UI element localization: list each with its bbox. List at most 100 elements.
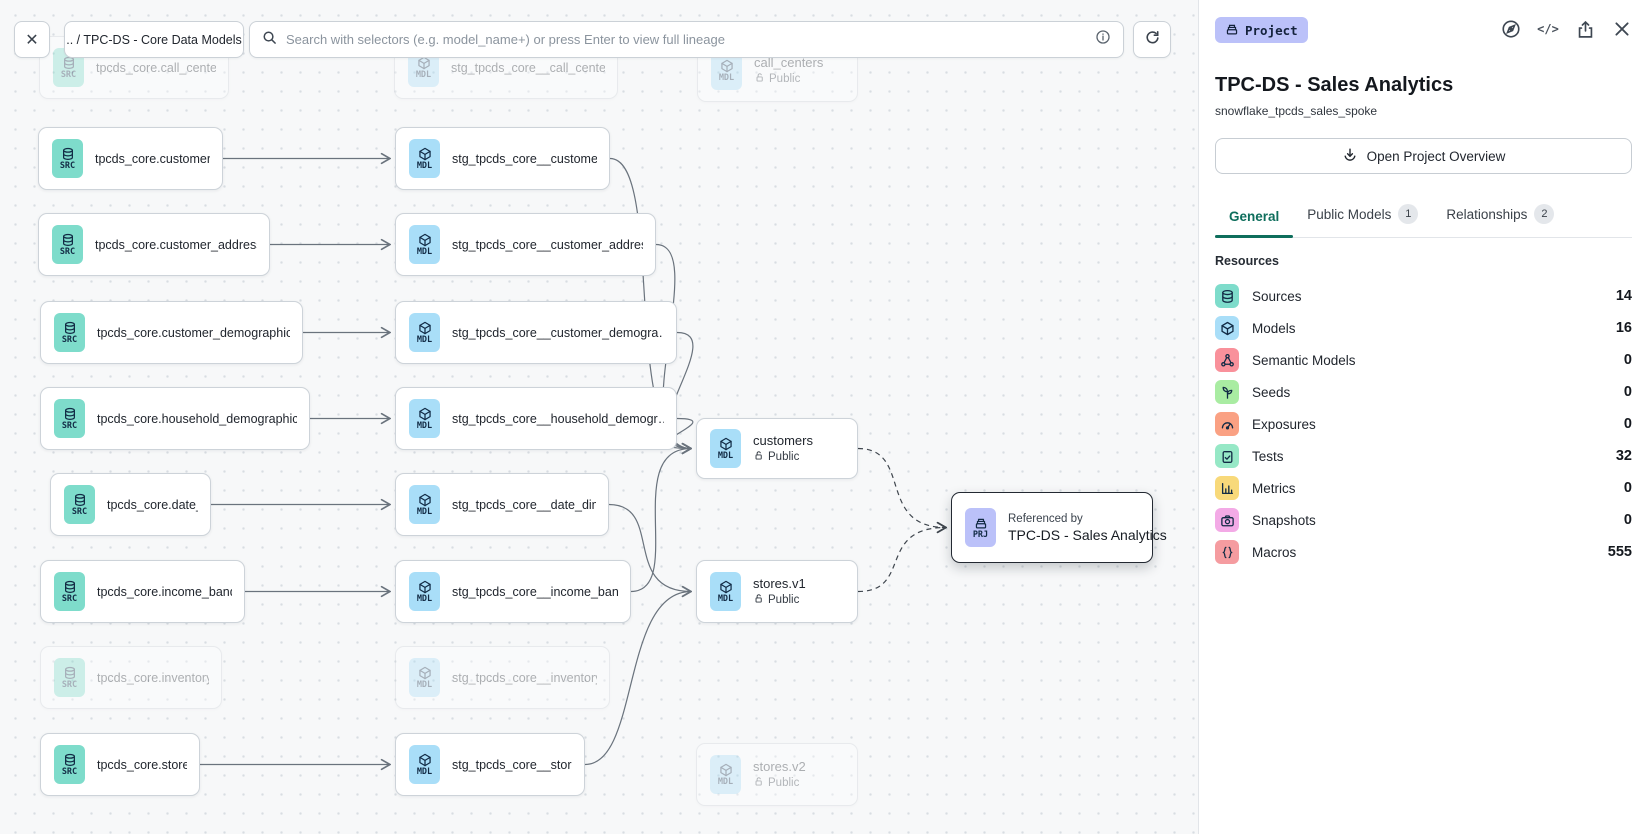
node-label: stg_tpcds_core__customer_demogra… xyxy=(452,325,664,340)
seed-icon xyxy=(1215,380,1239,404)
resource-label: Tests xyxy=(1252,448,1284,464)
node-label: stores.v1 xyxy=(753,576,806,591)
node-label: call_centers xyxy=(754,55,824,70)
close-lineage-button[interactable]: ✕ xyxy=(14,21,50,58)
resources-heading: Resources xyxy=(1215,254,1279,268)
public-access-label: Public xyxy=(754,72,823,86)
resource-count: 0 xyxy=(1623,384,1632,400)
camera-icon xyxy=(1215,508,1239,532)
node-label: stg_tpcds_core__date_dim xyxy=(452,497,596,512)
database-icon xyxy=(1215,284,1239,308)
cube-icon: MDL xyxy=(409,225,440,264)
resource-label: Semantic Models xyxy=(1252,352,1356,368)
cube-icon: MDL xyxy=(710,429,741,468)
public-access-label: Public xyxy=(753,776,806,790)
resource-count: 14 xyxy=(1615,288,1632,304)
database-icon: SRC xyxy=(64,485,95,524)
resource-count: 555 xyxy=(1607,544,1632,560)
cube-icon: MDL xyxy=(409,658,440,697)
lock-open-icon xyxy=(753,593,764,607)
cube-icon xyxy=(1215,316,1239,340)
lock-open-icon xyxy=(753,450,764,464)
node-label: tpcds_core.call_center xyxy=(96,60,216,75)
resource-count: 16 xyxy=(1615,320,1632,336)
info-icon[interactable] xyxy=(1095,29,1111,50)
close-panel-icon[interactable] xyxy=(1611,18,1633,40)
node-label: tpcds_core.store xyxy=(97,757,187,772)
gauge-icon xyxy=(1215,412,1239,436)
resource-count: 0 xyxy=(1623,416,1632,432)
project-slug: snowflake_tpcds_sales_spoke xyxy=(1215,104,1378,118)
public-access-label: Public xyxy=(753,450,813,464)
project-icon: PRJ xyxy=(965,508,996,547)
tab-relationships[interactable]: Relationships 2 xyxy=(1432,204,1568,237)
public-access-label: Public xyxy=(753,593,806,607)
node-label: customers xyxy=(753,433,813,448)
semantic-icon xyxy=(1215,348,1239,372)
metric-icon xyxy=(1215,476,1239,500)
breadcrumb[interactable]: .. / TPC-DS - Core Data Models xyxy=(64,21,244,58)
project-type-badge: Project xyxy=(1215,17,1308,43)
code-icon[interactable]: </> xyxy=(1537,22,1559,36)
explore-icon[interactable] xyxy=(1500,18,1522,40)
details-panel: Project </> TPC-DS - Sales Analytics sno… xyxy=(1198,0,1648,834)
tab-label: Relationships xyxy=(1446,206,1528,222)
tab-count-badge: 2 xyxy=(1534,204,1555,224)
search-icon xyxy=(262,30,277,50)
resource-row-tests: Tests 32 xyxy=(1215,440,1632,472)
search-input[interactable] xyxy=(286,32,1086,47)
database-icon: SRC xyxy=(54,572,85,611)
node-label: tpcds_core.customer xyxy=(95,151,210,166)
refresh-button[interactable] xyxy=(1133,21,1171,58)
resource-row-models: Models 16 xyxy=(1215,312,1632,344)
tab-count-badge: 1 xyxy=(1398,204,1419,224)
tab-general[interactable]: General xyxy=(1215,209,1294,238)
macro-icon xyxy=(1215,540,1239,564)
node-label: tpcds_core.income_band xyxy=(97,584,232,599)
resource-label: Snapshots xyxy=(1252,512,1316,528)
cube-icon: MDL xyxy=(409,139,440,178)
node-label: stg_tpcds_core__call_center xyxy=(451,60,605,75)
lineage-node-src-income-band[interactable]: SRC tpcds_core.income_band xyxy=(40,560,245,623)
database-icon: SRC xyxy=(54,658,85,697)
test-icon xyxy=(1215,444,1239,468)
resource-count: 32 xyxy=(1615,448,1632,464)
resource-label: Metrics xyxy=(1252,480,1296,496)
lock-open-icon xyxy=(753,776,764,790)
search-bar[interactable] xyxy=(249,21,1124,58)
edge-stg_store-to-stores_v1 xyxy=(584,592,691,766)
share-icon[interactable] xyxy=(1574,18,1596,40)
project-icon xyxy=(1225,22,1239,39)
database-icon: SRC xyxy=(54,399,85,438)
resource-label: Models xyxy=(1252,320,1296,336)
node-label: stg_tpcds_core__household_demogr… xyxy=(452,411,664,426)
database-icon: SRC xyxy=(54,313,85,352)
open-project-overview-button[interactable]: Open Project Overview xyxy=(1215,138,1632,174)
edge-stg_income_band-to-customers xyxy=(630,449,691,593)
